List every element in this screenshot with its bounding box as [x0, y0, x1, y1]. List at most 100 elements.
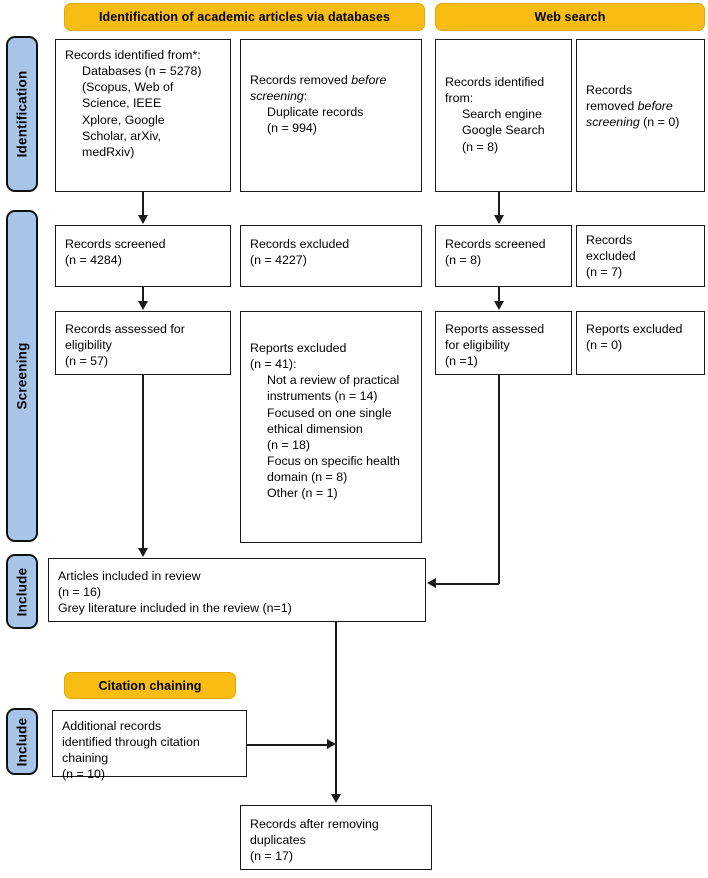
connector-db-screened-to-eligibility: [142, 287, 144, 303]
connector-citation-to-trunk: [247, 744, 329, 746]
db-reports-excluded-line-10: Other (n = 1): [267, 486, 338, 501]
box-records-assessed-eligibility-db: Records assessed for eligibility (n = 57…: [55, 311, 231, 375]
db-identified-line-7: medRxiv): [82, 144, 135, 159]
arrow-citation-to-trunk: [327, 739, 336, 749]
web-removed-line-2-b: before: [637, 99, 673, 114]
web-identified-line-5: (n = 8): [462, 139, 499, 154]
db-reports-excluded-line-1: Reports excluded: [250, 341, 347, 355]
db-reports-excluded-line-7: (n = 18): [267, 437, 311, 452]
web-removed-line-2-a: removed: [586, 99, 638, 114]
box-records-excluded-web: Records excluded (n = 7): [576, 225, 705, 287]
web-identified-line-1: Records identified: [445, 75, 545, 89]
arrow-db-screened-to-eligibility: [137, 301, 148, 310]
connector-included-to-after-duplicates: [335, 622, 337, 795]
db-screened-line-2: (n = 4284): [65, 253, 122, 268]
connector-web-screened-to-eligibility: [498, 287, 500, 303]
included-line-1: Articles included in review: [58, 569, 201, 583]
box-records-removed-web: Records removed before screening (n = 0): [576, 39, 705, 192]
db-removed-line-2: screening:: [250, 88, 414, 104]
web-excluded-line-3: (n = 7): [586, 265, 623, 280]
header-citation-chaining: Citation chaining: [64, 672, 236, 699]
db-removed-line-2-a: screening: [250, 89, 304, 104]
stage-rail-identification: Identification: [6, 36, 38, 192]
db-excluded-line-2: (n = 4227): [250, 253, 307, 268]
db-identified-line-5: Xplore, Google: [82, 112, 165, 127]
citation-records-line-3: chaining: [62, 751, 109, 766]
header-citation-chaining-label: Citation chaining: [98, 678, 202, 693]
header-databases-label: Identification of academic articles via …: [98, 10, 391, 24]
web-screened-line-1: Records screened: [445, 237, 546, 251]
stage-rail-include-2: Include: [6, 708, 38, 775]
box-records-removed-before-screening: Records removed before screening: Duplic…: [240, 39, 422, 192]
stage-rail-identification-label: Identification: [14, 70, 30, 158]
db-removed-line-1-a: Records removed: [250, 73, 352, 87]
db-eligibility-line-2: eligibility: [65, 338, 112, 353]
web-identified-line-4: Google Search: [462, 123, 545, 138]
db-excluded-line-1: Records excluded: [250, 237, 350, 251]
box-articles-included: Articles included in review (n = 16) Gre…: [48, 558, 426, 622]
header-web-search-label: Web search: [534, 10, 606, 24]
web-eligibility-line-1: Reports assessed: [445, 322, 545, 336]
web-reports-excluded-line-2: (n = 0): [586, 338, 623, 353]
db-reports-excluded-line-9: domain (n = 8): [267, 470, 348, 484]
connector-db-eligibility-to-included: [142, 375, 144, 549]
included-line-3: Grey literature included in the review (…: [58, 601, 292, 616]
citation-records-line-4: (n = 10): [62, 767, 106, 782]
arrow-web-identified-to-screened: [493, 215, 504, 224]
db-identified-line-3: (Scopus, Web of: [82, 80, 174, 95]
db-eligibility-line-1: Records assessed for: [65, 322, 185, 336]
connector-web-eligibility-down: [498, 375, 500, 584]
db-removed-line-1-b: before: [351, 73, 387, 87]
connector-web-eligibility-left: [436, 583, 499, 585]
box-records-screened-db: Records screened (n = 4284): [55, 225, 231, 287]
header-web-search: Web search: [435, 3, 705, 31]
web-identified-line-2: from:: [445, 91, 474, 106]
web-screened-line-2: (n = 8): [445, 253, 482, 268]
stage-rail-screening: Screening: [6, 210, 38, 542]
db-removed-line-1: Records removed before: [250, 72, 414, 88]
db-reports-excluded-line-4: instruments (n = 14): [267, 389, 378, 404]
db-removed-line-2-b: :: [303, 89, 308, 104]
web-eligibility-line-2: for eligibility: [445, 338, 510, 353]
arrow-db-eligibility-to-included: [137, 548, 148, 557]
db-reports-excluded-line-6: ethical dimension: [267, 421, 363, 436]
after-duplicates-line-1: Records after removing: [250, 817, 379, 831]
arrow-included-to-after-duplicates: [330, 794, 341, 803]
db-eligibility-line-3: (n = 57): [65, 354, 109, 369]
citation-records-line-1: Additional records: [62, 719, 162, 733]
web-excluded-line-2: excluded: [586, 249, 636, 264]
db-reports-excluded-line-3: Not a review of practical: [267, 373, 400, 388]
db-identified-line-6: Scholar, arXiv,: [82, 128, 161, 143]
stage-rail-include-1-label: Include: [14, 567, 30, 616]
arrow-db-identified-to-screened: [137, 215, 148, 224]
web-removed-line-3-b: (n = 0): [639, 115, 680, 130]
citation-records-line-2: identified through citation: [62, 735, 200, 750]
web-removed-line-3: screening (n = 0): [586, 114, 697, 130]
db-reports-excluded-line-2: (n = 41):: [250, 357, 297, 372]
db-removed-line-4: (n = 994): [267, 121, 317, 136]
web-removed-line-3-a: screening: [586, 115, 640, 130]
connector-web-identified-to-screened: [498, 192, 500, 216]
db-reports-excluded-line-5: Focused on one single: [267, 405, 392, 420]
web-removed-line-1: Records: [586, 83, 633, 97]
box-reports-assessed-eligibility-web: Reports assessed for eligibility (n =1): [435, 311, 572, 375]
box-records-screened-web: Records screened (n = 8): [435, 225, 572, 287]
db-reports-excluded-line-8: Focus on specific health: [267, 453, 400, 468]
included-line-2: (n = 16): [58, 585, 102, 600]
db-screened-line-1: Records screened: [65, 237, 166, 251]
stage-rail-screening-label: Screening: [14, 342, 30, 410]
box-additional-records-citation: Additional records identified through ci…: [52, 710, 247, 781]
arrow-web-screened-to-eligibility: [493, 301, 504, 310]
box-records-identified-web: Records identified from: Search engine G…: [435, 39, 572, 192]
web-reports-excluded-line-1: Reports excluded: [586, 322, 683, 336]
db-removed-line-3: Duplicate records: [267, 105, 364, 120]
db-identified-line-4: Science, IEEE: [82, 96, 162, 111]
box-reports-excluded-db: Reports excluded (n = 41): Not a review …: [240, 311, 422, 543]
connector-db-identified-to-screened: [142, 192, 144, 216]
box-records-excluded-db: Records excluded (n = 4227): [240, 225, 422, 287]
box-records-identified-databases: Records identified from*: Databases (n =…: [55, 39, 231, 192]
web-excluded-line-1: Records: [586, 233, 633, 247]
after-duplicates-line-2: duplicates: [250, 833, 306, 848]
web-removed-line-2: removed before: [586, 98, 697, 114]
